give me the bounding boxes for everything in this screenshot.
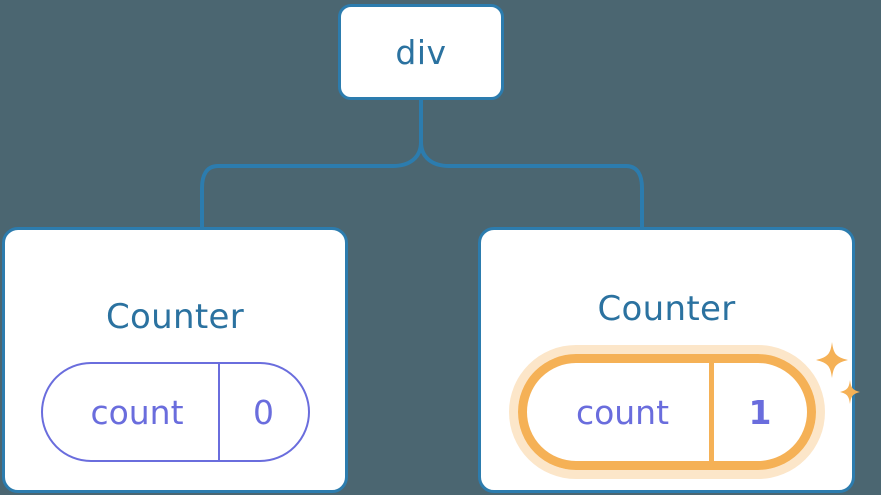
node-counter-left-label: Counter	[106, 297, 244, 337]
state-pill-right-key: count	[575, 392, 670, 432]
state-pill-right-body[interactable]: count 1	[517, 354, 816, 470]
connector-right	[419, 98, 644, 230]
node-div[interactable]: div	[338, 4, 504, 100]
state-pill-left-key: count	[90, 392, 184, 432]
state-pill-left-body[interactable]: count 0	[40, 362, 310, 462]
state-pill-left-value: 0	[217, 364, 308, 460]
node-counter-left[interactable]: Counter count 0	[2, 227, 348, 493]
node-counter-right[interactable]: Counter count 1	[478, 227, 860, 493]
connector-left	[200, 98, 423, 230]
node-counter-right-label: Counter	[597, 289, 736, 329]
sparkle-icon-large	[815, 342, 848, 378]
state-pill-right: count 1	[517, 342, 860, 470]
node-div-label: div	[395, 32, 447, 72]
state-pill-left: count 0	[40, 362, 310, 462]
state-pill-right-value: 1	[708, 363, 807, 461]
